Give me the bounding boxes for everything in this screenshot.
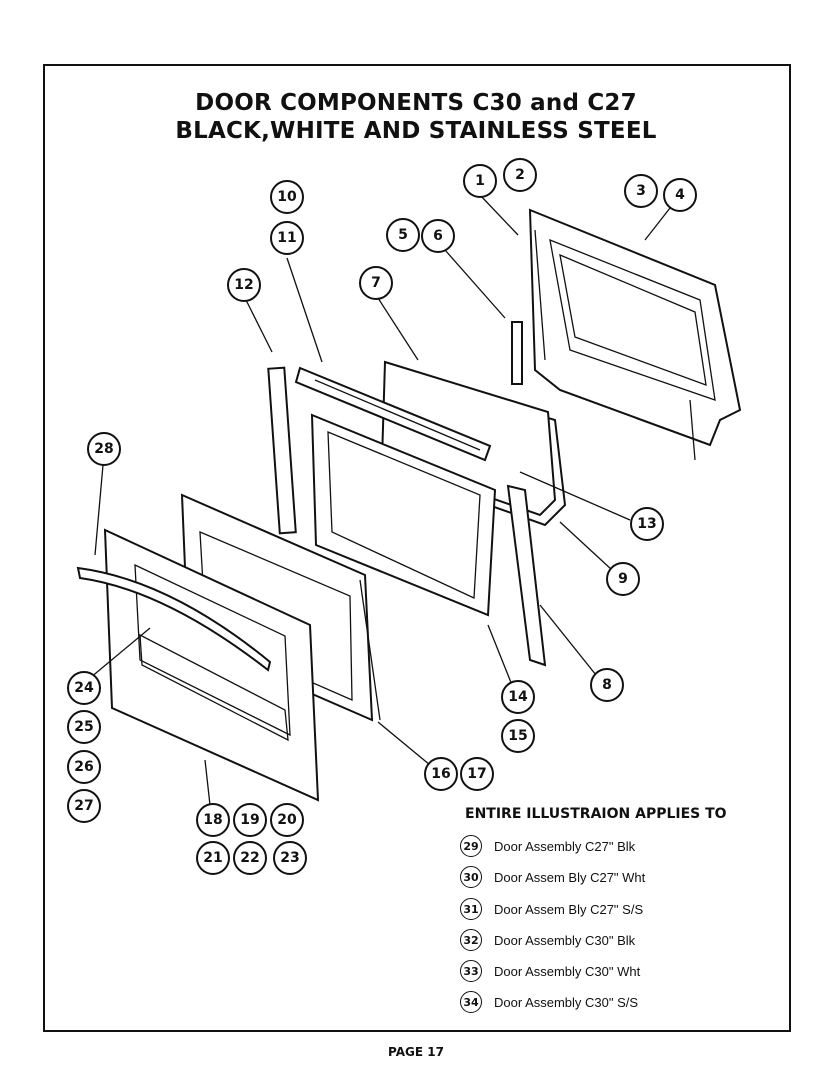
part-callout-25: 25 [67, 710, 101, 744]
svg-text:5: 5 [398, 227, 408, 243]
middle-door-frame [310, 413, 497, 617]
part-callout-8: 8 [590, 668, 624, 702]
part-callout-18: 18 [196, 803, 230, 837]
part-callout-28: 28 [87, 432, 121, 466]
part-callout-15: 15 [501, 719, 535, 753]
part-callout-13: 13 [630, 507, 664, 541]
svg-text:10: 10 [277, 189, 297, 205]
part-callout-12: 12 [227, 268, 261, 302]
assembly-row-29: 29 Door Assembly C27" Blk [460, 834, 635, 858]
assembly-number-badge: 29 [460, 835, 482, 857]
right-door-strip [506, 484, 547, 667]
svg-text:9: 9 [618, 571, 628, 587]
assembly-row-34: 34 Door Assembly C30" S/S [460, 990, 638, 1014]
door-side-bracket [511, 321, 523, 385]
assembly-label: Door Assembly C30" Blk [494, 932, 636, 948]
assembly-number-badge: 34 [460, 991, 482, 1013]
assembly-number-badge: 33 [460, 960, 482, 982]
svg-text:27: 27 [74, 798, 93, 814]
part-callout-16: 16 [424, 757, 458, 791]
svg-text:19: 19 [240, 812, 259, 828]
svg-text:24: 24 [74, 680, 94, 696]
svg-text:16: 16 [431, 766, 450, 782]
svg-text:20: 20 [277, 812, 297, 828]
svg-text:28: 28 [94, 441, 113, 457]
svg-text:21: 21 [203, 850, 222, 866]
part-callout-24: 24 [67, 671, 101, 705]
page-number: PAGE 17 [388, 1045, 444, 1059]
part-callout-2: 2 [503, 158, 537, 192]
svg-text:13: 13 [637, 516, 656, 532]
part-callout-17: 17 [460, 757, 494, 791]
svg-text:15: 15 [508, 728, 527, 744]
part-callout-23: 23 [273, 841, 307, 875]
left-door-strip [267, 366, 297, 535]
part-callout-5: 5 [386, 218, 420, 252]
svg-text:25: 25 [74, 719, 93, 735]
svg-text:3: 3 [636, 183, 646, 199]
part-callout-9: 9 [606, 562, 640, 596]
part-callout-11: 11 [270, 221, 304, 255]
svg-text:18: 18 [203, 812, 222, 828]
assembly-row-32: 32 Door Assembly C30" Blk [460, 928, 635, 952]
part-callout-4: 4 [663, 178, 697, 212]
svg-text:14: 14 [508, 689, 528, 705]
assembly-label: Door Assem Bly C27" Wht [494, 869, 646, 885]
svg-text:22: 22 [240, 850, 259, 866]
svg-text:23: 23 [280, 850, 299, 866]
part-callout-22: 22 [233, 841, 267, 875]
part-callout-14: 14 [501, 680, 535, 714]
svg-text:4: 4 [675, 187, 685, 203]
door-back-frame [528, 208, 742, 461]
svg-text:1: 1 [475, 173, 485, 189]
svg-text:8: 8 [602, 677, 612, 693]
assembly-number-badge: 31 [460, 898, 482, 920]
diagram-border [43, 64, 791, 1032]
svg-text:26: 26 [74, 759, 93, 775]
callout-leader-lines [89, 194, 671, 806]
assembly-label: Door Assembly C27" Blk [494, 838, 636, 854]
assembly-label: Door Assem Bly C27" S/S [494, 901, 644, 917]
svg-text:7: 7 [371, 275, 381, 291]
part-callout-20: 20 [270, 803, 304, 837]
assembly-number-badge: 32 [460, 929, 482, 951]
assembly-label: Door Assembly C30" S/S [494, 994, 639, 1010]
door-handle [76, 566, 272, 672]
diagram-title-line-2: BLACK,WHITE AND STAINLESS STEEL [175, 118, 657, 144]
part-callout-6: 6 [421, 219, 455, 253]
diagram-title-line-1: DOOR COMPONENTS C30 and C27 [195, 90, 637, 116]
applies-to-heading: ENTIRE ILLUSTRAION APPLIES TO [465, 806, 727, 822]
top-vent-channel [294, 366, 492, 462]
part-callout-26: 26 [67, 750, 101, 784]
part-callout-19: 19 [233, 803, 267, 837]
svg-text:6: 6 [433, 228, 443, 244]
assembly-row-33: 33 Door Assembly C30" Wht [460, 959, 640, 983]
svg-text:11: 11 [277, 230, 296, 246]
svg-text:17: 17 [467, 766, 486, 782]
part-callout-10: 10 [270, 180, 304, 214]
svg-text:12: 12 [234, 277, 253, 293]
part-callout-21: 21 [196, 841, 230, 875]
part-callout-7: 7 [359, 266, 393, 300]
part-callout-1: 1 [463, 164, 497, 198]
assembly-row-31: 31 Door Assem Bly C27" S/S [460, 897, 643, 921]
assembly-number-badge: 30 [460, 866, 482, 888]
svg-text:2: 2 [515, 167, 525, 183]
part-callout-27: 27 [67, 789, 101, 823]
part-callout-3: 3 [624, 174, 658, 208]
assembly-row-30: 30 Door Assem Bly C27" Wht [460, 865, 645, 889]
assembly-label: Door Assembly C30" Wht [494, 963, 641, 979]
